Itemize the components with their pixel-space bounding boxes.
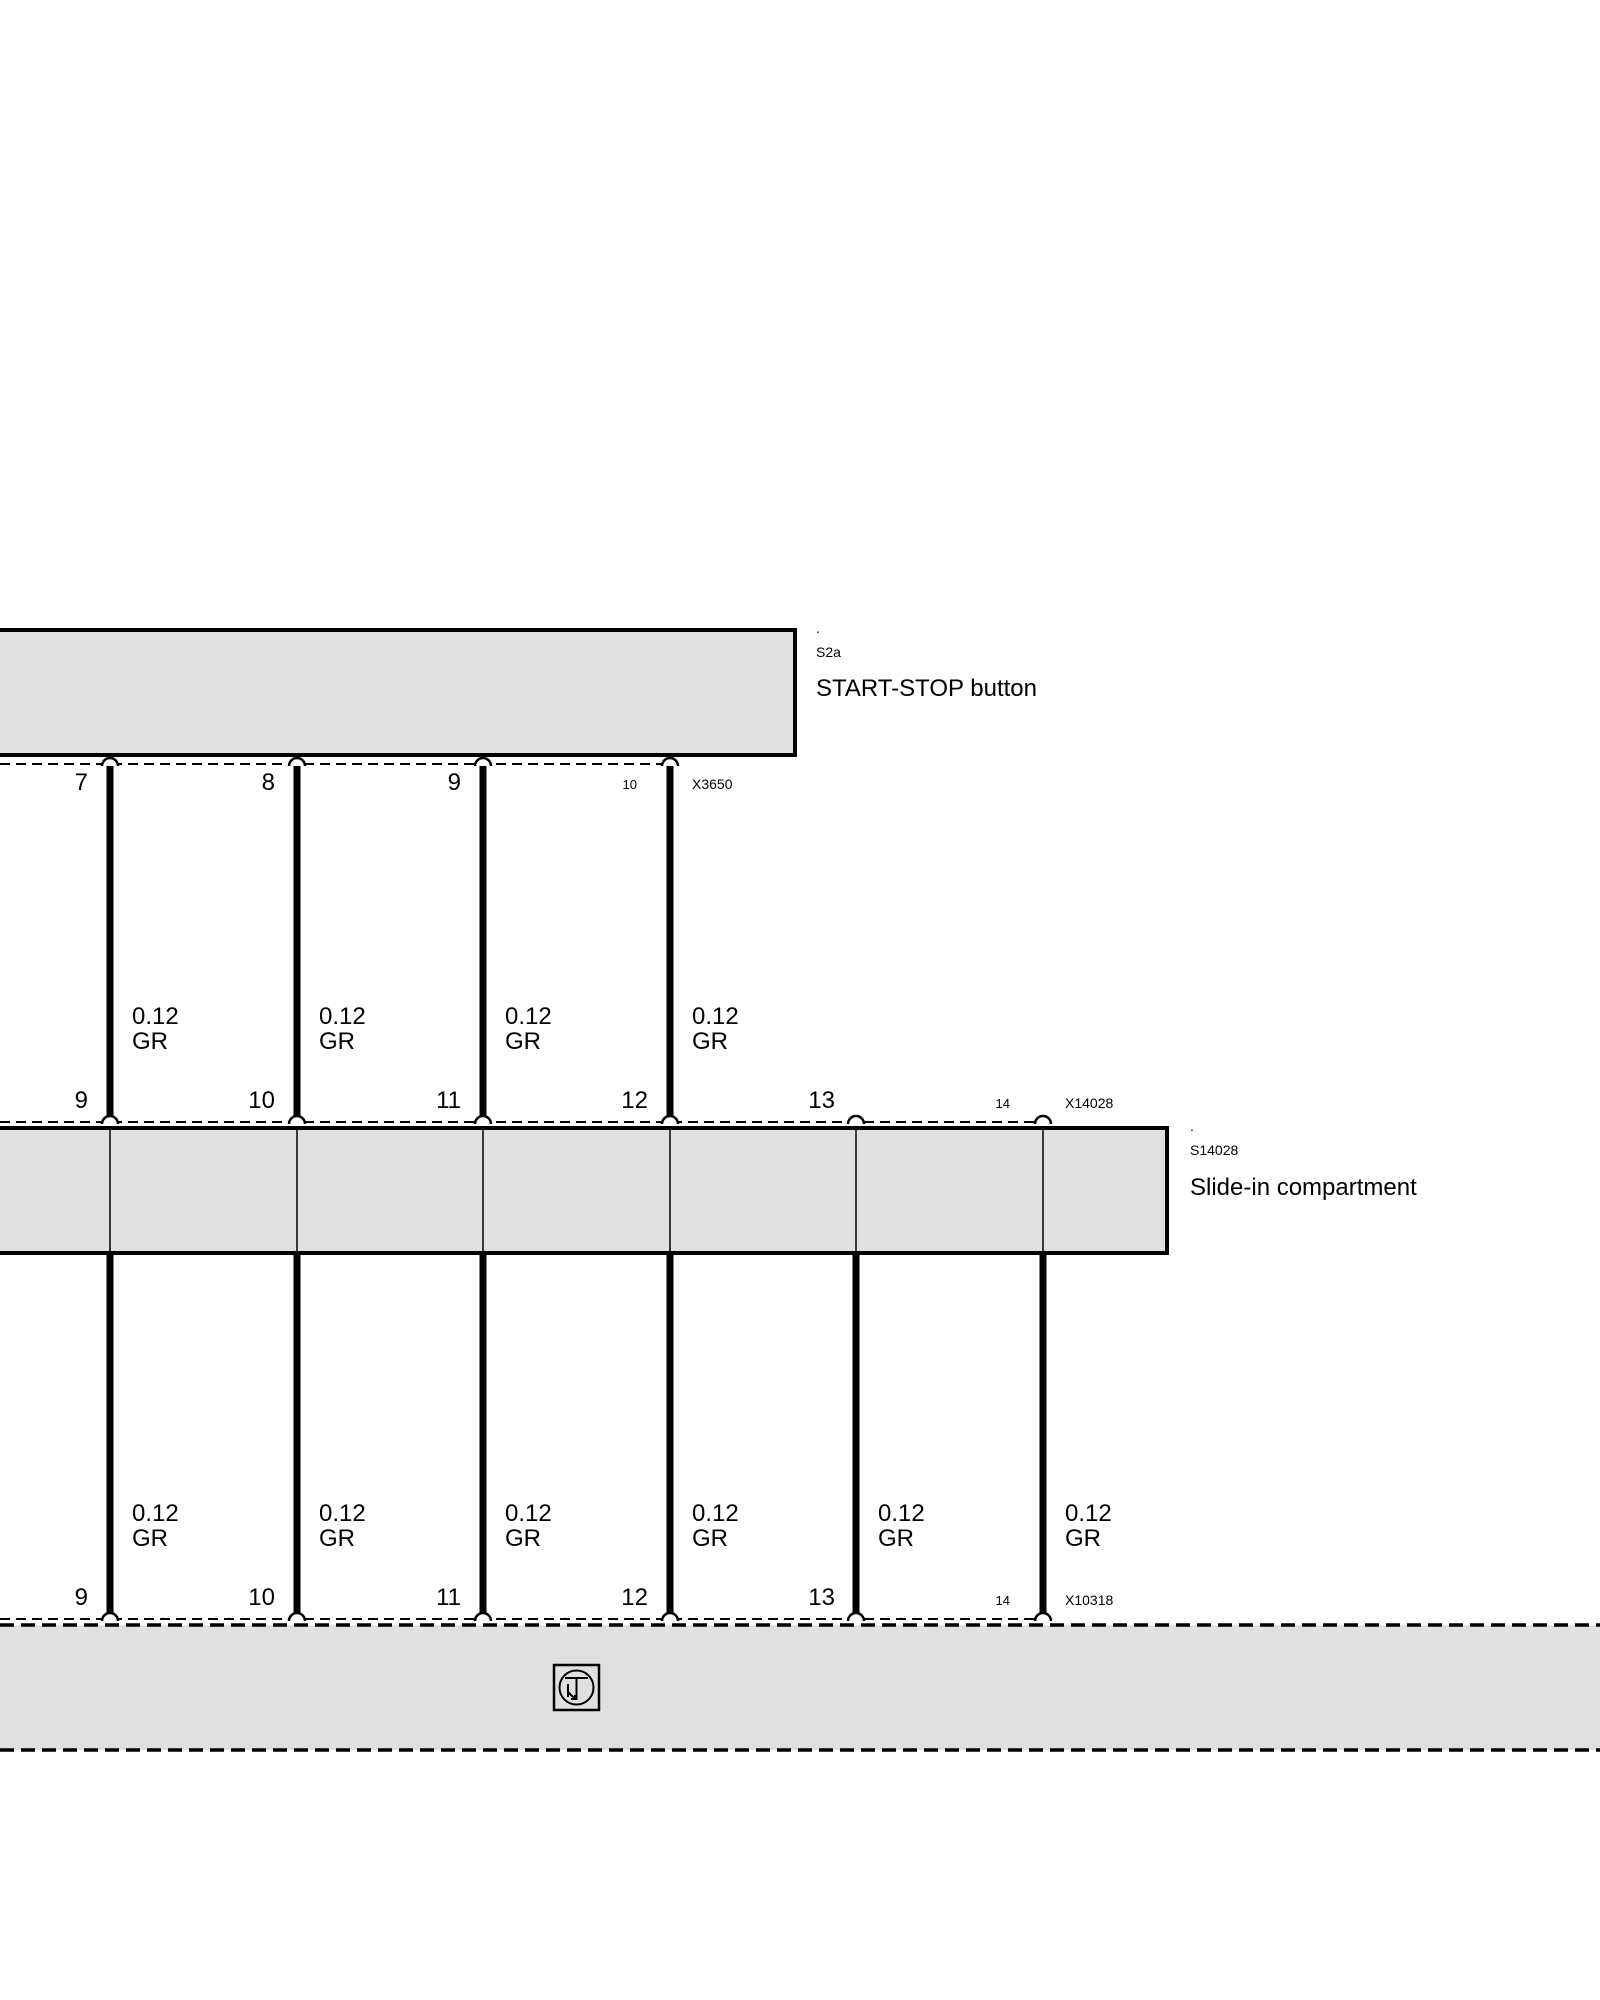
wire-gauge: 0.12 <box>505 1003 552 1030</box>
bottom-pin-label: 9 <box>75 1584 88 1611</box>
start-stop-dot: . <box>816 620 820 636</box>
connector-x3650-id: X3650 <box>692 776 733 792</box>
bottom-pin-label: 13 <box>808 1584 835 1611</box>
wire-gauge: 0.12 <box>878 1500 925 1527</box>
wire-gauge: 0.12 <box>132 1500 179 1527</box>
bottom-pin-label: 12 <box>621 1584 648 1611</box>
pin-marker <box>287 1114 307 1125</box>
wire-gauge: 0.12 <box>319 1500 366 1527</box>
bottom-pin-label: 10 <box>248 1584 275 1611</box>
pin-marker <box>473 756 493 767</box>
top-pin-label: 9 <box>448 769 461 796</box>
start-stop-button-component[interactable] <box>0 628 797 757</box>
wire-color: GR <box>319 1525 355 1552</box>
pin-marker <box>100 1114 120 1125</box>
wire-color: GR <box>132 1028 168 1055</box>
slide-in-id: S14028 <box>1190 1142 1238 1158</box>
connector-x14028-id: X14028 <box>1065 1095 1113 1111</box>
wire-gauge: 0.12 <box>319 1003 366 1030</box>
bottom-pin-label: 11 <box>436 1584 461 1611</box>
wire-gauge: 0.12 <box>132 1003 179 1030</box>
wire-color: GR <box>878 1525 914 1552</box>
pin-marker <box>1033 1114 1053 1125</box>
wire-gauge: 0.12 <box>1065 1500 1112 1527</box>
pin-marker <box>473 1611 493 1622</box>
wire-color: GR <box>505 1525 541 1552</box>
middle-pin-label: 12 <box>621 1087 648 1114</box>
wire-gauge: 0.12 <box>692 1003 739 1030</box>
pin-marker <box>1033 1611 1053 1622</box>
wire-color: GR <box>692 1028 728 1055</box>
top-pin-label: 10 <box>623 777 637 792</box>
start-stop-id: S2a <box>816 644 841 660</box>
wire-gauge: 0.12 <box>505 1500 552 1527</box>
slide-in-dot: . <box>1190 1118 1194 1134</box>
connector-x10318-id: X10318 <box>1065 1592 1113 1608</box>
wire-color: GR <box>319 1028 355 1055</box>
wire-gauge: 0.12 <box>692 1500 739 1527</box>
lower-wires <box>106 1253 1047 1619</box>
slide-in-compartment-component[interactable] <box>0 1126 1169 1255</box>
middle-pin-label: 9 <box>75 1087 88 1114</box>
pin-marker <box>660 1114 680 1125</box>
wire-color: GR <box>132 1525 168 1552</box>
bottom-module-component[interactable] <box>0 1625 1600 1750</box>
pin-marker <box>287 1611 307 1622</box>
pin-marker <box>100 1611 120 1622</box>
pin-marker <box>473 1114 493 1125</box>
top-pin-label: 7 <box>75 769 88 796</box>
pin-marker <box>660 756 680 767</box>
wire-color: GR <box>692 1525 728 1552</box>
pin-marker <box>846 1611 866 1622</box>
slide-in-name: Slide-in compartment <box>1190 1174 1417 1201</box>
start-stop-name: START-STOP button <box>816 675 1037 702</box>
pin-marker <box>846 1114 866 1125</box>
upper-wires <box>106 764 674 1122</box>
top-pin-label: 8 <box>262 769 275 796</box>
bottom-pin-markers <box>100 1611 1053 1622</box>
transistor-control-icon <box>552 1663 601 1712</box>
middle-pin-markers <box>100 1114 1053 1125</box>
middle-pin-label: 14 <box>996 1096 1010 1111</box>
bottom-pin-label: 14 <box>996 1593 1010 1608</box>
slide-in-internal-lines <box>109 1128 1044 1253</box>
wire-color: GR <box>505 1028 541 1055</box>
top-pin-markers <box>100 756 680 767</box>
middle-pin-label: 13 <box>808 1087 835 1114</box>
middle-pin-label: 10 <box>248 1087 275 1114</box>
pin-marker <box>660 1611 680 1622</box>
pin-marker <box>287 756 307 767</box>
pin-marker <box>100 756 120 767</box>
wire-color: GR <box>1065 1525 1101 1552</box>
middle-pin-label: 11 <box>436 1087 461 1114</box>
